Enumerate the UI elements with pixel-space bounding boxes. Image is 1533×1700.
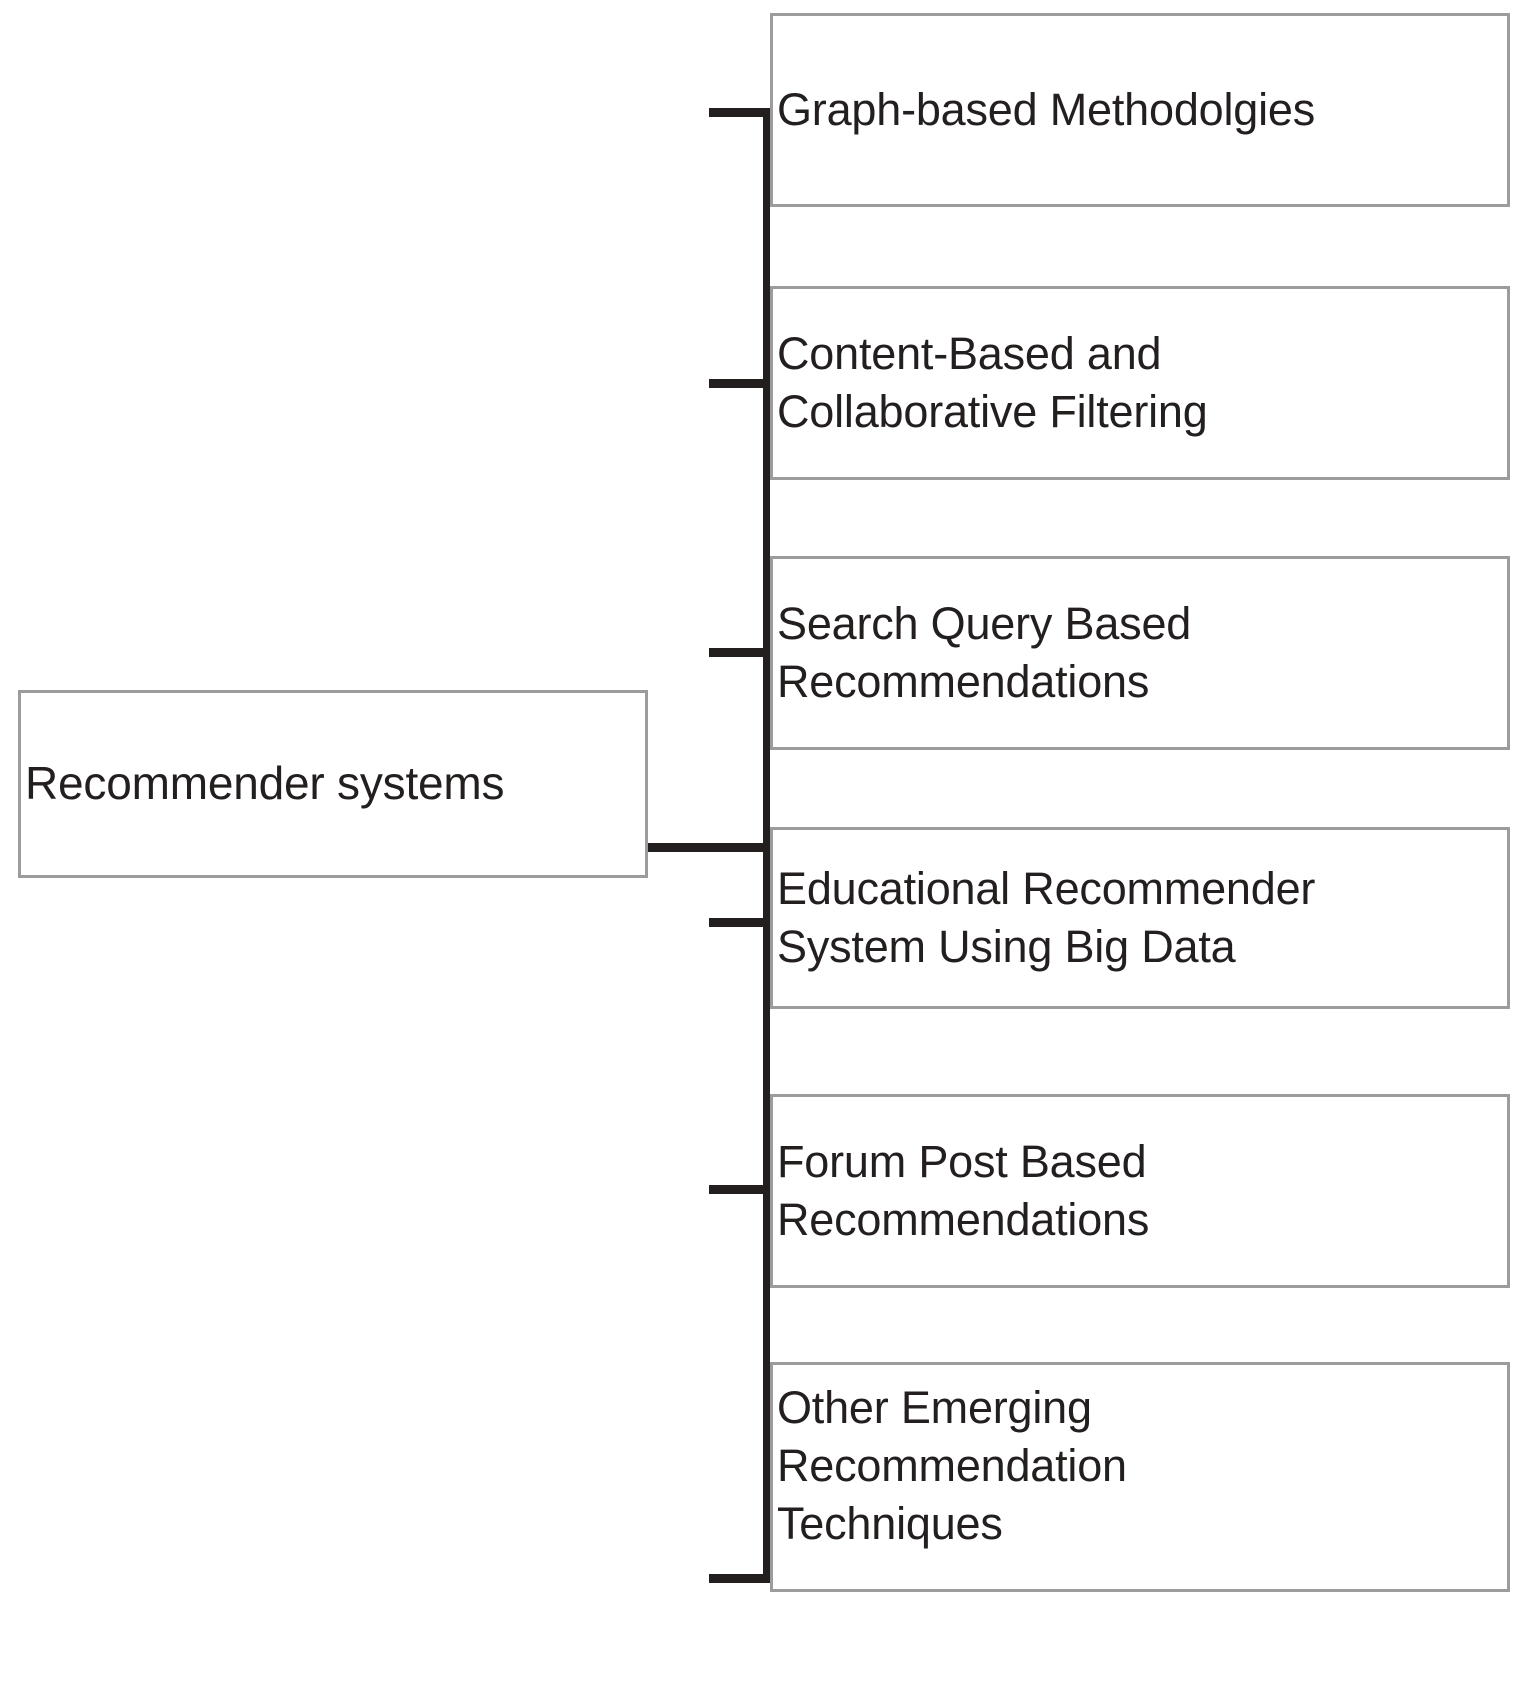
node-child-0-label: Graph-based Methodolgies — [777, 83, 1316, 135]
node-child-4-label: Forum Post Based Recommendations — [777, 1135, 1150, 1245]
node-educational-recommender-system-big-data[interactable]: Educational Recommender System Using Big… — [770, 827, 1510, 1009]
node-root-label: Recommender systems — [25, 757, 505, 810]
branch-to-child-3 — [709, 918, 770, 927]
node-graph-based-methodologies[interactable]: Graph-based Methodolgies — [770, 13, 1510, 207]
branch-to-child-4 — [709, 1185, 770, 1194]
branch-to-child-0 — [709, 108, 770, 117]
node-child-3-label: Educational Recommender System Using Big… — [777, 862, 1316, 972]
node-child-5-label: Other Emerging Recommendation Techniques — [777, 1382, 1127, 1550]
node-child-2-label: Search Query Based Recommendations — [777, 597, 1192, 707]
node-search-query-based-recommendations[interactable]: Search Query Based Recommendations — [770, 556, 1510, 750]
branch-to-child-1 — [709, 379, 770, 388]
node-other-emerging-recommendation-techniques[interactable]: Other Emerging Recommendation Techniques — [770, 1362, 1510, 1592]
node-content-based-collaborative-filtering[interactable]: Content-Based and Collaborative Filterin… — [770, 286, 1510, 480]
branch-to-child-5 — [709, 1574, 770, 1583]
node-forum-post-based-recommendations[interactable]: Forum Post Based Recommendations — [770, 1094, 1510, 1288]
node-child-1-label: Content-Based and Collaborative Filterin… — [777, 327, 1208, 437]
branch-root-to-trunk — [645, 843, 770, 852]
node-root-recommender-systems[interactable]: Recommender systems — [18, 690, 648, 878]
branch-to-child-2 — [709, 648, 770, 657]
